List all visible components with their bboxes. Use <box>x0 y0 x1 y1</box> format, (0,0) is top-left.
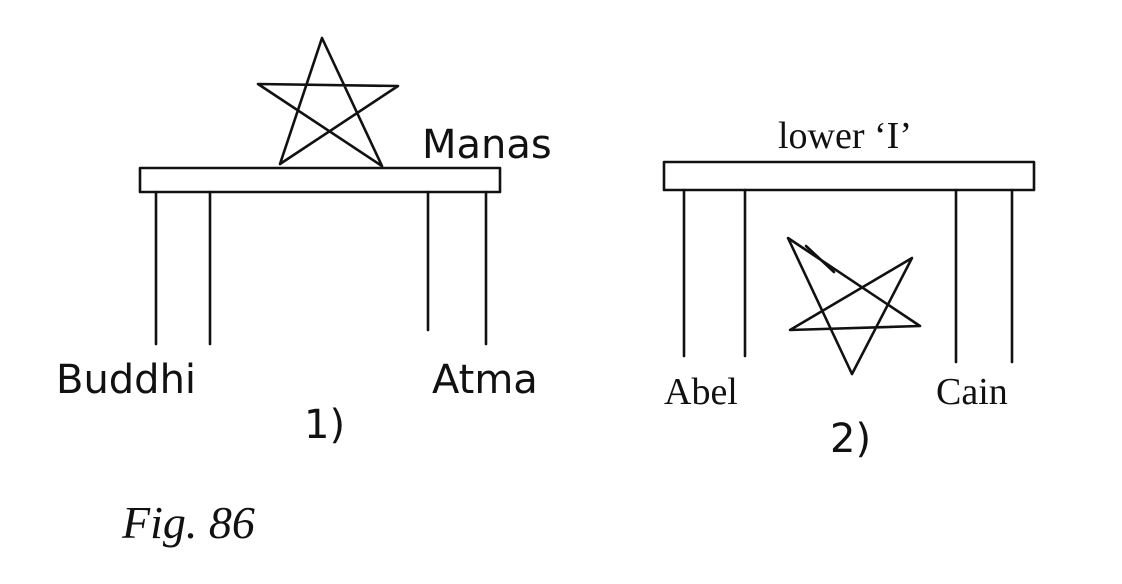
figure-2: lower ‘I’ Abel Cain 2) <box>662 115 1036 462</box>
figure-number-2: 2) <box>830 416 871 462</box>
label-cain: Cain <box>936 371 1008 413</box>
figure-number-1: 1) <box>304 402 345 448</box>
label-manas: Manas <box>422 122 552 168</box>
label-buddhi: Buddhi <box>56 357 196 403</box>
pentagram-stray-stroke <box>804 244 836 274</box>
label-abel: Abel <box>664 371 738 413</box>
figure-1: Manas Buddhi Atma 1) <box>56 36 552 448</box>
table-top-1 <box>138 166 502 194</box>
inverted-pentagram-icon <box>786 236 922 376</box>
label-lower-i: lower ‘I’ <box>778 115 912 157</box>
upright-pentagram-icon <box>256 36 400 168</box>
table-top-2 <box>662 160 1036 192</box>
figure-caption: Fig. 86 <box>121 497 255 548</box>
label-atma: Atma <box>432 357 538 403</box>
